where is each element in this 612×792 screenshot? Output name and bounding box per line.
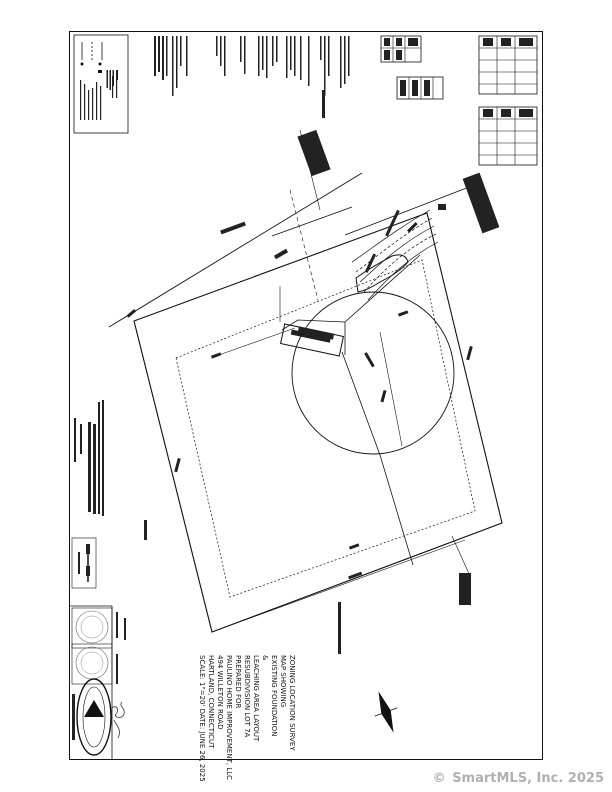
title-line-4: & [261, 655, 269, 661]
road-lines [108, 129, 483, 328]
scale-bar [71, 537, 97, 589]
data-table-1 [380, 35, 422, 63]
title-line-5: LEACHING AREA LAYOUT [252, 655, 260, 742]
title-line-11: SCALE: 1"=20' DATE: JUNE 26, 2025 [198, 655, 206, 782]
sheet-border [69, 31, 543, 760]
surveyor-seals [71, 607, 126, 685]
leaching-area-dimension [379, 331, 403, 447]
title-line-2: MAP SHOWING [279, 655, 287, 707]
general-notes [154, 36, 350, 96]
dimension-lines [133, 286, 471, 633]
data-table-4 [478, 106, 538, 166]
data-table-2 [396, 76, 444, 100]
title-line-1: ZONING LOCATION SURVEY [288, 655, 296, 751]
driveway [281, 254, 421, 566]
site-data-notes [74, 400, 104, 516]
watermark-text: SmartMLS, Inc. 2025 [452, 771, 604, 786]
north-arrow-icon [374, 691, 398, 733]
title-line-9: 494 WILLETON ROAD [216, 655, 224, 729]
copyright-watermark: © SmartMLS, Inc. 2025 [433, 771, 604, 786]
leaching-area-circle [291, 291, 455, 455]
title-block: ZONING LOCATION SURVEY MAP SHOWING EXIST… [198, 655, 296, 782]
surveyor-signature [111, 701, 125, 739]
legend [73, 34, 129, 134]
title-line-8: PAULINO HOME IMPROVEMENT, LLC [225, 655, 233, 780]
contour-lines [351, 209, 439, 301]
data-table-3 [478, 35, 538, 95]
title-line-7: PREPARED FOR [234, 655, 242, 709]
building-setback-line [175, 259, 476, 598]
copyright-icon: © [432, 771, 446, 786]
title-line-6: RESUBDIVISION LOT 7A [243, 655, 251, 738]
property-boundary [133, 212, 503, 633]
title-line-10: HARTLAND, CONNECTICUT [207, 655, 215, 749]
plan-labels [126, 90, 500, 654]
title-line-3: EXISTING FOUNDATION [270, 655, 278, 736]
firm-logo [72, 678, 112, 756]
existing-foundation [279, 323, 345, 357]
